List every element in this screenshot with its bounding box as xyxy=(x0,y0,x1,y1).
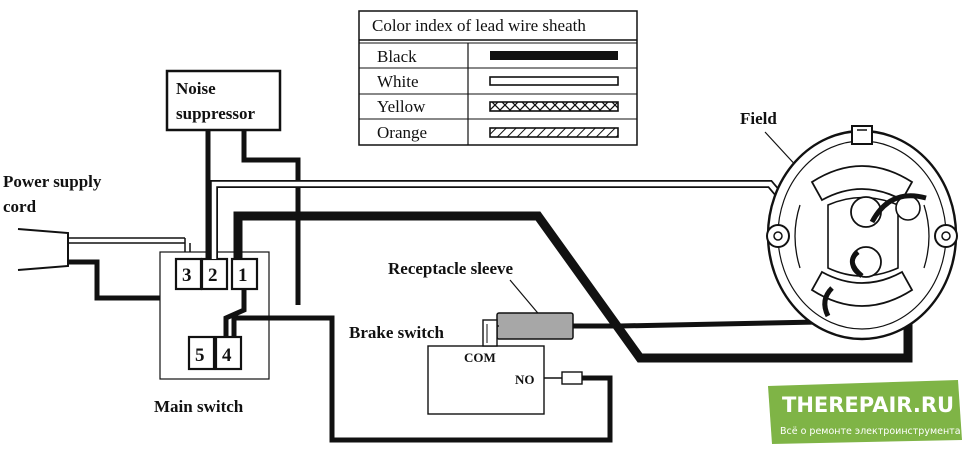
com-label: COM xyxy=(464,350,496,365)
legend-swatch-black xyxy=(490,51,618,60)
noise-suppressor-label-line2: suppressor xyxy=(176,104,255,123)
watermark-logo: THEREPAIR.RU Всё о ремонте электроинстру… xyxy=(768,380,962,444)
main-switch-label: Main switch xyxy=(154,397,244,416)
watermark-title: THEREPAIR.RU xyxy=(782,393,954,417)
legend-label-orange: Orange xyxy=(377,123,427,142)
terminal-3-label: 3 xyxy=(182,265,192,286)
legend-swatch-white xyxy=(489,76,619,86)
field-label: Field xyxy=(740,109,777,128)
terminal-5-label: 5 xyxy=(195,345,205,366)
terminal-3 xyxy=(174,257,203,291)
noise-suppressor-box xyxy=(165,69,282,132)
no-label: NO xyxy=(515,372,535,387)
legend-swatch-yellow xyxy=(489,101,619,112)
watermark-background xyxy=(768,380,962,444)
power-cord-label-line1: Power supply xyxy=(3,172,102,191)
legend-label-white: White xyxy=(377,72,419,91)
noise-suppressor: Noise suppressor xyxy=(165,69,282,132)
terminal-2-label: 2 xyxy=(208,265,218,286)
legend: Color index of lead wire sheath Black Wh… xyxy=(358,10,638,146)
brake-switch-label: Brake switch xyxy=(349,323,444,342)
watermark-subtitle: Всё о ремонте электроинструмента xyxy=(780,426,961,437)
terminal-4-label: 4 xyxy=(222,345,232,366)
legend-title: Color index of lead wire sheath xyxy=(372,16,586,35)
brake-switch-no-terminal xyxy=(561,371,583,385)
legend-swatch-orange xyxy=(489,127,619,138)
receptacle-sleeve-body xyxy=(496,312,574,340)
receptacle-sleeve: Receptacle sleeve xyxy=(388,259,574,340)
power-cord-label-line2: cord xyxy=(3,197,37,216)
main-switch: 3 2 1 5 4 Main switch xyxy=(154,251,270,416)
terminal-5 xyxy=(187,335,216,371)
legend-label-black: Black xyxy=(377,47,417,66)
noise-suppressor-label-line1: Noise xyxy=(176,79,216,98)
terminal-1-label: 1 xyxy=(238,265,248,286)
field: Field xyxy=(740,109,958,341)
brake-switch: Brake switch COM NO xyxy=(349,319,583,415)
brake-switch-com-terminal xyxy=(482,319,498,347)
receptacle-sleeve-label: Receptacle sleeve xyxy=(388,259,514,278)
legend-label-yellow: Yellow xyxy=(377,97,426,116)
